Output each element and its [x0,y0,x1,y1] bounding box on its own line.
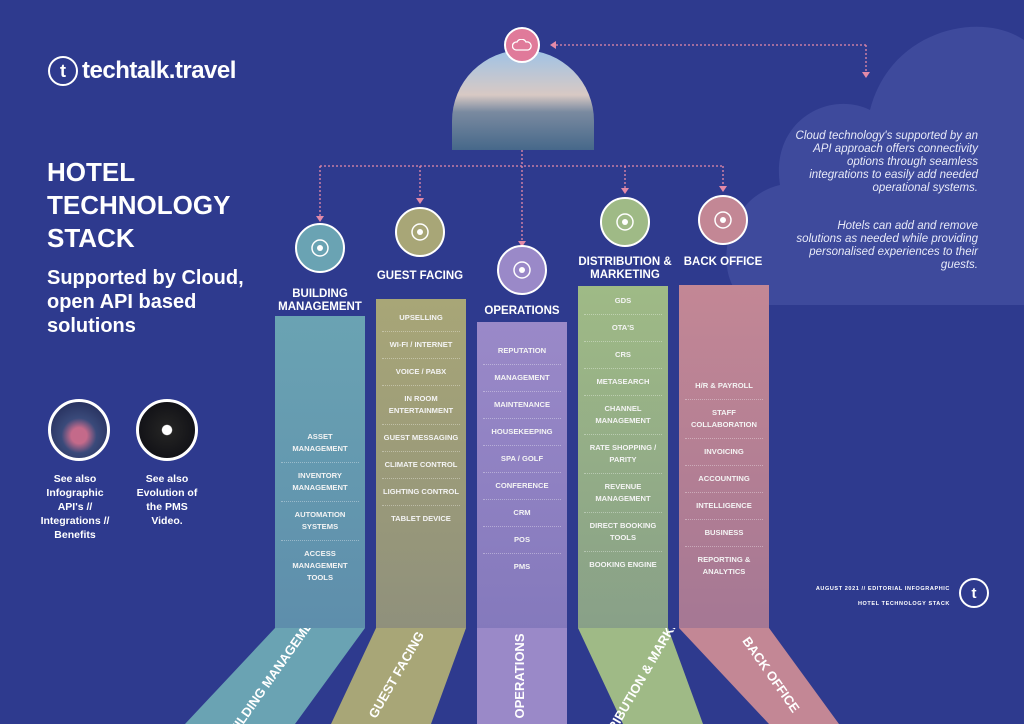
stack-item: SPA / GOLF [483,446,561,473]
stack-item: CLIMATE CONTROL [382,452,460,479]
column-base-label: OPERATIONS [512,633,527,718]
stack-item: BOOKING ENGINE [589,560,657,569]
stack-item: GUEST MESSAGING [382,425,460,452]
guest-person-icon [395,207,445,257]
stack-item: GDS [584,288,662,315]
stack-item: CRM [483,500,561,527]
stack-item: RATE SHOPPING / PARITY [584,435,662,474]
stack-item: LIGHTING CONTROL [382,479,460,506]
footer-title: HOTEL TECHNOLOGY STACK [857,601,950,607]
description-paragraph-2: Hotels can add and remove solutions as n… [796,220,978,271]
stack-item: CHANNEL MANAGEMENT [584,396,662,435]
video-thumbnail [136,399,198,461]
stack-item: ACCESS MANAGEMENT TOOLS [292,549,348,582]
stack-item: OTA'S [584,315,662,342]
stack-item: PMS [513,562,531,571]
desk-worker-icon [698,195,748,245]
techtalk-logo[interactable]: t techtalk.travel [48,56,236,86]
see-also-video-label[interactable]: See also Evolution of the PMS Video. [136,473,198,527]
stack-item: ASSET MANAGEMENT [281,424,359,463]
column-base [578,628,703,724]
building-gear-icon [295,223,345,273]
footer-date: AUGUST 2021 // EDITORIAL INFOGRAPHIC [815,586,950,592]
page-title: HOTEL TECHNOLOGY STACK [47,157,230,253]
stack-item: AUTOMATION SYSTEMS [281,502,359,541]
see-also-video[interactable] [136,399,198,461]
page-subtitle: Supported by Cloud, open API based solut… [47,267,244,337]
stack-item: MANAGEMENT [483,365,561,392]
service-tray-icon [497,245,547,295]
stack-item: MAINTENANCE [483,392,561,419]
stack-item: DIRECT BOOKING TOOLS [584,513,662,552]
stack-item: INTELLIGENCE [685,493,763,520]
stack-item: HOUSEKEEPING [483,419,561,446]
column-heading: DISTRIBUTION & MARKETING [578,256,672,281]
cloud-icon [504,27,540,63]
column-base [185,628,365,724]
stack-item: CRS [584,342,662,369]
logo-bubble-icon: t [48,56,78,86]
stack-item: VOICE / PABX [382,359,460,386]
stack-item: IN ROOM ENTERTAINMENT [382,386,460,425]
column-heading: BUILDING MANAGEMENT [278,288,362,313]
column-base [679,628,839,724]
stack-item: METASEARCH [584,369,662,396]
stack-item: INVOICING [685,439,763,466]
stack-item: REPORTING & ANALYTICS [697,555,751,576]
logo-text: techtalk.travel [82,57,236,84]
cloud-background [726,26,1024,305]
network-hub-icon [600,197,650,247]
column-base [477,628,567,724]
see-also-infographic[interactable] [48,399,110,461]
stack-item: WI-FI / INTERNET [382,332,460,359]
infographic-thumbnail [48,399,110,461]
stack-item: BUSINESS [685,520,763,547]
stack-item: REVENUE MANAGEMENT [584,474,662,513]
stack-item: H/R & PAYROLL [685,373,763,400]
column-heading: BACK OFFICE [683,256,763,268]
column-heading: OPERATIONS [484,305,560,317]
column-base [331,628,466,724]
footer-logo-icon: t [959,578,989,608]
stack-item: STAFF COLLABORATION [685,400,763,439]
column-heading: GUEST FACING [376,270,464,282]
stack-item: ACCOUNTING [685,466,763,493]
see-also-infographic-label[interactable]: See also Infographic API's // Integratio… [40,473,110,541]
stack-item: UPSELLING [382,305,460,332]
stack-item: CONFERENCE [483,473,561,500]
stack-item: INVENTORY MANAGEMENT [281,463,359,502]
stack-item: POS [483,527,561,554]
stack-item: TABLET DEVICE [391,514,451,523]
description-paragraph-1: Cloud technology's supported by an API a… [795,130,978,194]
stack-item: REPUTATION [483,338,561,365]
